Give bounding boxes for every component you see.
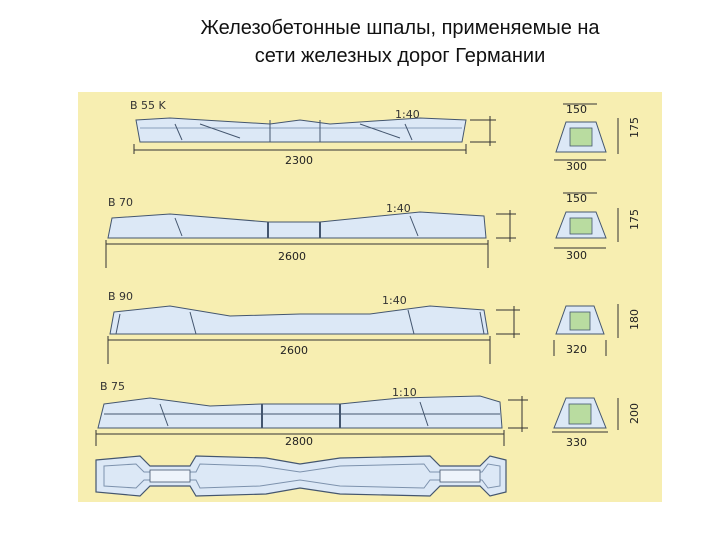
sleeper-b55k-bottom-width: 300 xyxy=(566,160,587,173)
sleeper-b55k-top-width: 150 xyxy=(566,103,587,116)
sleeper-b75-body xyxy=(97,395,503,429)
sleeper-b70-bottom-width: 300 xyxy=(566,249,587,262)
sleeper-b90-body xyxy=(109,305,489,335)
sleeper-b70-height: 175 xyxy=(628,209,641,230)
sleeper-b55k-name: B 55 K xyxy=(130,99,167,112)
sleeper-b75-name: B 75 xyxy=(100,380,125,393)
sleeper-b70-name: B 70 xyxy=(108,196,133,209)
sleeper-b70-slope: 1:40 xyxy=(386,202,411,215)
sleeper-b75-height: 200 xyxy=(628,403,641,424)
sleeper-b75-bottom-width: 330 xyxy=(566,436,587,449)
sleeper-b90-length: 2600 xyxy=(280,344,308,357)
sleeper-b55k-body xyxy=(135,117,467,143)
sleeper-b75: B 75 1:10 2800 330 200 xyxy=(95,380,641,449)
title-line-1: Железобетонные шпалы, применяемые на xyxy=(200,17,600,39)
title-line-2: сети железных дорог Германии xyxy=(254,45,546,67)
sleeper-plan-view xyxy=(95,455,507,497)
sleeper-b75-slope: 1:10 xyxy=(392,386,417,399)
sleeper-b90-bottom-width: 320 xyxy=(566,343,587,356)
sleeper-b90-slope: 1:40 xyxy=(382,294,407,307)
sleeper-b70-top-width: 150 xyxy=(566,192,587,205)
sleeper-b75-length: 2800 xyxy=(285,435,313,448)
sleeper-b70: B 70 1:40 2600 150 300 175 xyxy=(105,192,641,268)
slide-title: Железобетонные шпалы, применяемые на сет… xyxy=(120,14,680,70)
sleeper-b70-body xyxy=(107,211,487,239)
sleeper-b90: B 90 1:40 2600 320 180 xyxy=(107,290,641,364)
sleeper-b55k-length: 2300 xyxy=(285,154,313,167)
sleeper-b55k-slope: 1:40 xyxy=(395,108,420,121)
sleeper-b90-height: 180 xyxy=(628,309,641,330)
sleeper-b55k-height: 175 xyxy=(628,117,641,138)
sleeper-b55k: B 55 K 1:40 2300 150 300 175 xyxy=(130,99,641,173)
sleeper-b90-name: B 90 xyxy=(108,290,133,303)
sleeper-b70-length: 2600 xyxy=(278,250,306,263)
